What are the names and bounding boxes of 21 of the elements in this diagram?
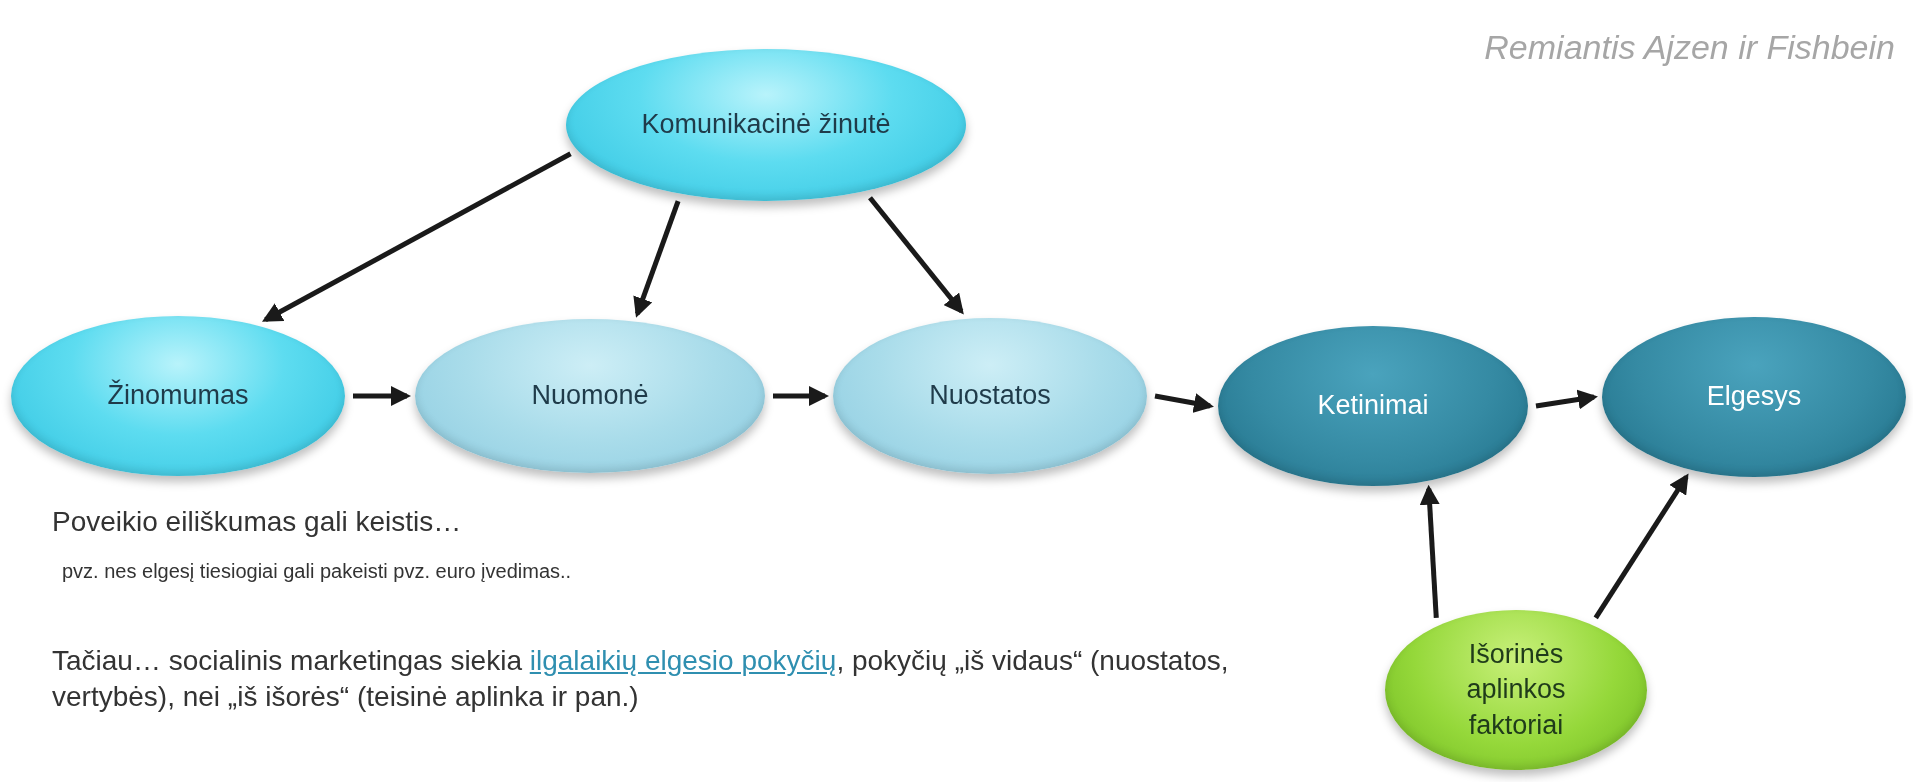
node-label: Išorinės aplinkos faktoriai	[1465, 638, 1567, 742]
arrow	[1154, 393, 1214, 413]
note-text: Poveikio eiliškumas gali keistis…	[52, 506, 462, 538]
arrow	[262, 151, 572, 322]
node-label: Elgesys	[1706, 380, 1802, 414]
paragraph-text: Tačiau… socialinis marketingas siekia ilgalaikių elgesio pokyčių, pokyčių „iš vidaus“ (nuostatos, vertybės), nei „iš išorės“ (teisinė aplinka ir pan.)	[52, 644, 1230, 715]
node-label: Žinomumas	[107, 378, 249, 413]
source-note: Remiantis Ajzen ir Fishbein	[1484, 28, 1895, 67]
arrow	[1419, 484, 1440, 619]
arrow	[353, 386, 411, 406]
node-label: Nuomonė	[531, 379, 649, 413]
arrow	[773, 386, 829, 406]
node-label: Komunikacinė žinutė	[641, 108, 891, 142]
node-label: Nuostatos	[929, 379, 1051, 413]
arrow	[633, 200, 681, 318]
node-label: Ketinimai	[1317, 389, 1429, 423]
arrow	[1593, 473, 1689, 620]
arrow	[868, 196, 964, 315]
arrow	[1535, 389, 1598, 410]
example-note: pvz. nes elgesį tiesiogiai gali pakeisti pvz. euro įvedimas..	[62, 560, 572, 583]
link: ilgalaikių elgesio pokyčių	[529, 645, 837, 676]
